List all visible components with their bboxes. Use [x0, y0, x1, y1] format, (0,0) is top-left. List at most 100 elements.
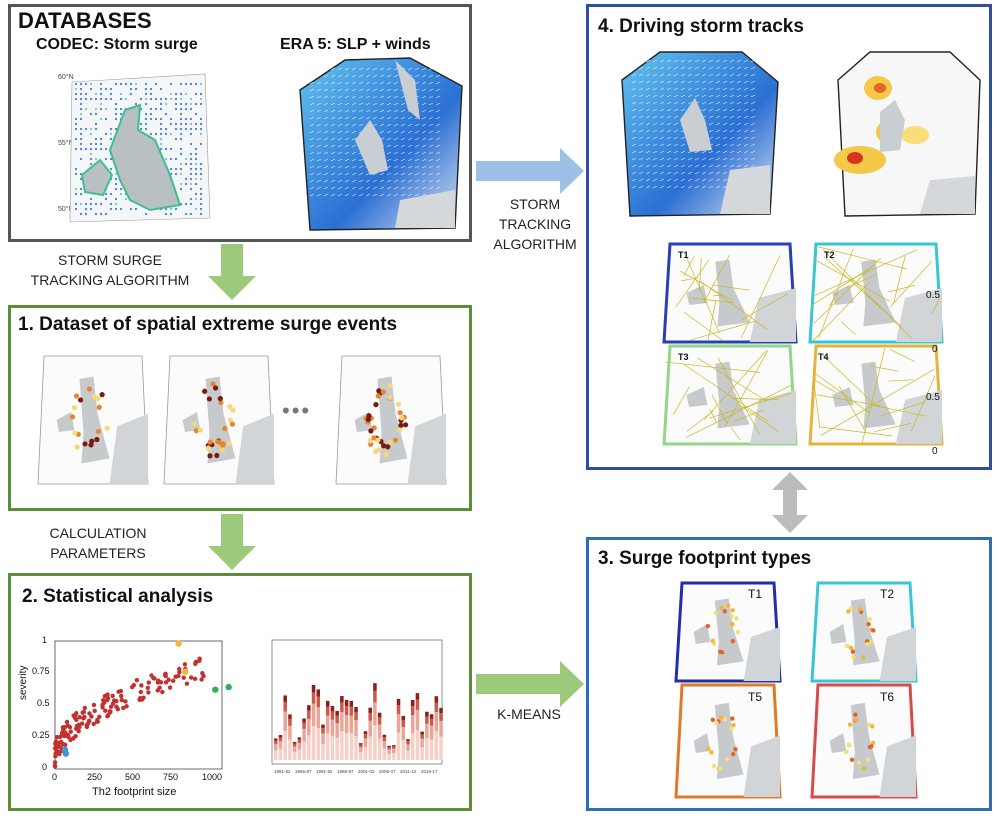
bar-segment	[292, 746, 297, 752]
wind-arrow	[400, 193, 406, 197]
wind-arrow	[351, 165, 357, 169]
wind-arrow	[330, 186, 336, 190]
surge-point	[179, 182, 183, 186]
bar-segment	[434, 731, 439, 760]
wind-arrow	[680, 164, 686, 168]
wind-arrow	[666, 80, 672, 84]
bar-segment	[335, 710, 339, 716]
wind-arrow	[743, 115, 749, 119]
surge-cell	[104, 425, 110, 431]
surge-point	[169, 92, 173, 96]
wind-arrow	[715, 129, 721, 133]
landmass	[829, 733, 847, 753]
scatter-point	[182, 662, 188, 667]
surge-point	[94, 122, 98, 126]
bar-segment	[406, 750, 410, 760]
wind-arrow	[659, 87, 665, 91]
wind-arrow	[743, 164, 749, 168]
surge-point	[169, 132, 173, 136]
wind-arrow	[652, 94, 658, 98]
wind-arrow	[372, 67, 378, 71]
surge-point	[189, 127, 193, 131]
wind-arrow	[673, 129, 679, 133]
surge-point	[89, 112, 93, 116]
wind-arrow	[386, 102, 392, 106]
wind-arrow	[393, 151, 399, 155]
bar-segment	[401, 740, 406, 760]
surge-point	[199, 167, 203, 171]
type-label-t1: T1	[748, 587, 763, 601]
wind-arrow	[344, 102, 350, 106]
storm-track-map	[808, 344, 944, 446]
storm-track	[931, 297, 941, 314]
bar-segment	[434, 696, 439, 703]
wind-arrow	[729, 150, 735, 154]
wind-arrow	[687, 73, 693, 77]
wind-arrow	[722, 101, 728, 105]
wind-arrow	[323, 95, 329, 99]
wind-arrow	[358, 179, 364, 183]
wind-arrow	[351, 74, 357, 78]
wind-arrow	[743, 143, 749, 147]
wind-arrow	[701, 150, 707, 154]
wind-arrow	[680, 171, 686, 175]
footprint-cell	[851, 655, 856, 660]
wind-arrow	[708, 87, 714, 91]
surge-cell	[387, 439, 393, 445]
surge-point	[104, 117, 108, 121]
bar-segment	[292, 741, 297, 744]
wind-arrow	[414, 81, 420, 85]
bar-segment	[321, 728, 325, 734]
surge-point	[129, 82, 133, 86]
wind-arrow	[715, 66, 721, 70]
bar-segment	[307, 735, 311, 760]
wind-arrow	[316, 109, 322, 113]
wind-arrow	[659, 129, 665, 133]
surge-point	[159, 142, 163, 146]
wind-arrow	[729, 129, 735, 133]
storm-tracking-label: STORM TRACKING ALGORITHM	[493, 196, 577, 252]
surge-point	[169, 147, 173, 151]
bar-segment	[368, 736, 372, 760]
bar-segment	[425, 723, 429, 739]
scatter-point	[111, 698, 117, 703]
surge-point	[189, 172, 193, 176]
surge-cell	[385, 444, 391, 450]
storm-track	[698, 258, 702, 292]
wind-arrow	[652, 136, 658, 140]
wind-arrow	[659, 185, 665, 189]
codec-label: CODEC: Storm surge	[36, 36, 198, 53]
wind-arrow	[631, 94, 637, 98]
scatter-plot	[52, 640, 232, 770]
wind-arrow	[414, 158, 420, 162]
wind-arrow	[379, 67, 385, 71]
surge-point	[154, 107, 158, 111]
surge-point	[84, 147, 88, 151]
scatter-point	[61, 727, 66, 733]
bar-segment	[434, 712, 439, 732]
storm-track-map	[808, 242, 944, 344]
surge-point	[199, 197, 203, 201]
wind-arrow	[428, 74, 434, 78]
wind-arrow	[673, 136, 679, 140]
bar-segment	[363, 734, 368, 739]
scatter-ylabel: severity	[18, 665, 29, 700]
wind-arrow	[400, 116, 406, 120]
surge-point	[99, 212, 103, 216]
wind-arrow	[309, 151, 315, 155]
wind-arrow	[344, 151, 350, 155]
wind-arrow	[379, 81, 385, 85]
storm-track	[846, 273, 877, 289]
surge-point	[134, 82, 138, 86]
bar-segment	[307, 718, 311, 736]
wind-arrow	[316, 102, 322, 106]
storm-track	[890, 261, 933, 308]
footprint-cell	[730, 621, 735, 627]
wind-arrow	[316, 158, 322, 162]
bar-segment	[359, 747, 363, 753]
wind-arrow	[393, 88, 399, 92]
bar-segment	[278, 737, 283, 742]
panel3-title: 3. Surge footprint types	[598, 548, 812, 569]
bar-segment	[292, 751, 297, 760]
wind-arrow	[680, 73, 686, 77]
